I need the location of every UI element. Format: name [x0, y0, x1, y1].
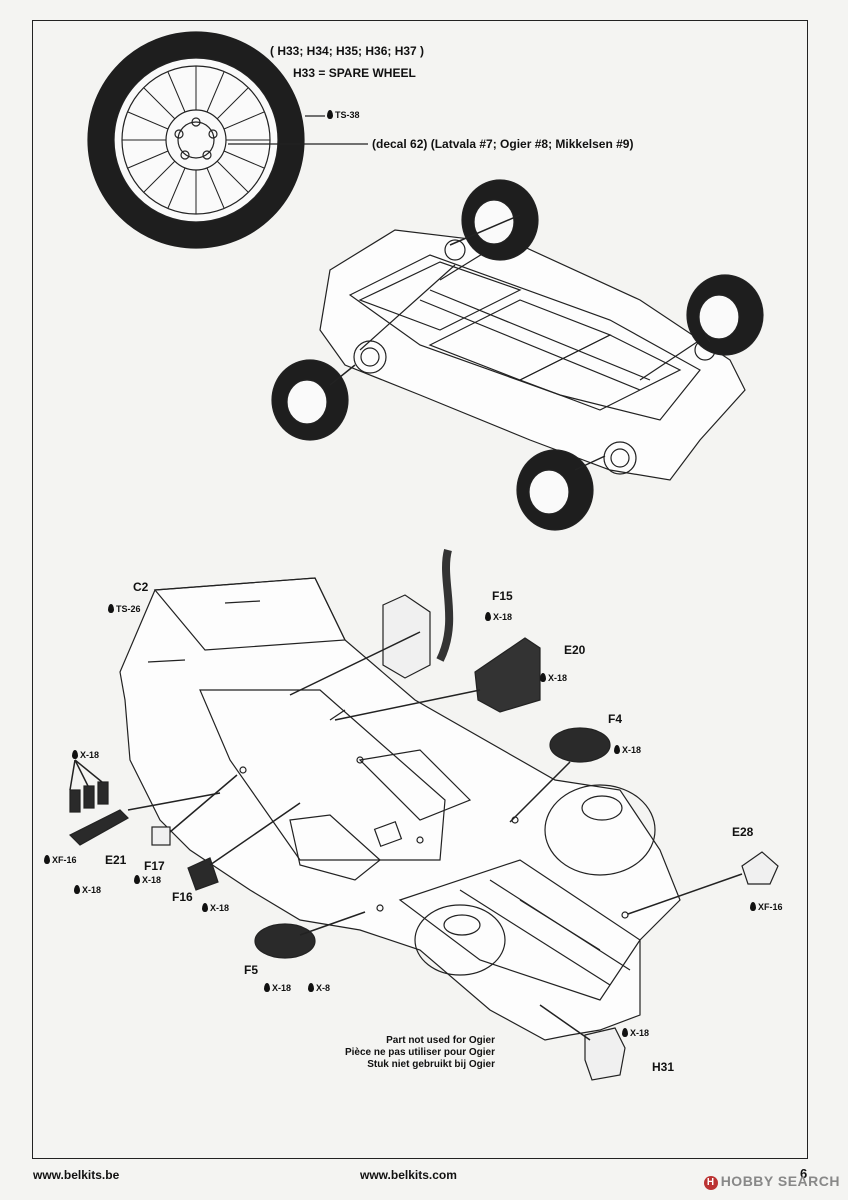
assembled-chassis	[271, 179, 764, 531]
part-f15-label: F15	[492, 589, 513, 603]
part-c2-label: C2	[133, 580, 149, 594]
paint-drop-icon	[614, 745, 620, 754]
paint-drop-icon	[134, 875, 140, 884]
part-e21-label: E21	[105, 853, 127, 867]
spare-wheel-label: H33 = SPARE WHEEL	[293, 66, 416, 80]
paint-drop-icon	[750, 902, 756, 911]
part-f17-paint: X-18	[134, 875, 161, 885]
footer-left-url[interactable]: www.belkits.be	[33, 1168, 120, 1182]
floor-pan	[68, 548, 779, 1081]
part-e21-paint-a: XF-16	[44, 855, 77, 865]
wheel-parts-label: ( H33; H34; H35; H36; H37 )	[270, 44, 425, 58]
note-en: Part not used for Ogier	[386, 1035, 495, 1046]
part-c2-paint: TS-26	[108, 604, 141, 614]
note-nl: Stuk niet gebruikt bij Ogier	[367, 1059, 495, 1070]
paint-drop-icon	[108, 604, 114, 613]
footer-center-url[interactable]: www.belkits.com	[360, 1168, 457, 1182]
part-f17-label: F17	[144, 859, 165, 873]
part-f4-paint: X-18	[614, 745, 641, 755]
paint-drop-icon	[308, 983, 314, 992]
part-e28-label: E28	[732, 825, 754, 839]
decal-label: (decal 62) (Latvala #7; Ogier #8; Mikkel…	[372, 137, 634, 151]
wheel-paint: TS-38	[327, 110, 360, 120]
watermark-logo-icon: H	[703, 1176, 718, 1190]
part-f16-paint: X-18	[202, 903, 229, 913]
part-e20-label: E20	[564, 643, 586, 657]
wheel-detail	[87, 31, 368, 249]
paint-drop-icon	[540, 673, 546, 682]
part-e20-paint: X-18	[540, 673, 567, 683]
part-e21-paint-b: X-18	[74, 885, 101, 895]
part-h31-label: H31	[652, 1060, 675, 1074]
paint-drop-icon	[44, 855, 50, 864]
paint-drop-icon	[622, 1028, 628, 1037]
part-h31-paint: X-18	[622, 1028, 649, 1038]
paint-drop-icon	[485, 612, 491, 621]
paint-drop-icon	[327, 110, 333, 119]
part-f4-label: F4	[608, 712, 623, 726]
part-f16-label: F16	[172, 890, 193, 904]
page-border	[32, 20, 808, 1159]
ogier-note: Part not used for Ogier Pièce ne pas uti…	[320, 1035, 495, 1071]
part-f5-paint-a: X-18	[264, 983, 291, 993]
part-e28-paint: XF-16	[750, 902, 783, 912]
part-f15-paint: X-18	[485, 612, 512, 622]
part-f5-paint-b: X-8	[308, 983, 330, 993]
page-number: 6	[800, 1166, 808, 1181]
paint-drop-icon	[72, 750, 78, 759]
part-e21-paint-top: X-18	[72, 750, 99, 760]
paint-drop-icon	[202, 903, 208, 912]
paint-drop-icon	[74, 885, 80, 894]
paint-drop-icon	[264, 983, 270, 992]
part-f5-label: F5	[244, 963, 259, 977]
note-fr: Pièce ne pas utiliser pour Ogier	[344, 1047, 495, 1058]
